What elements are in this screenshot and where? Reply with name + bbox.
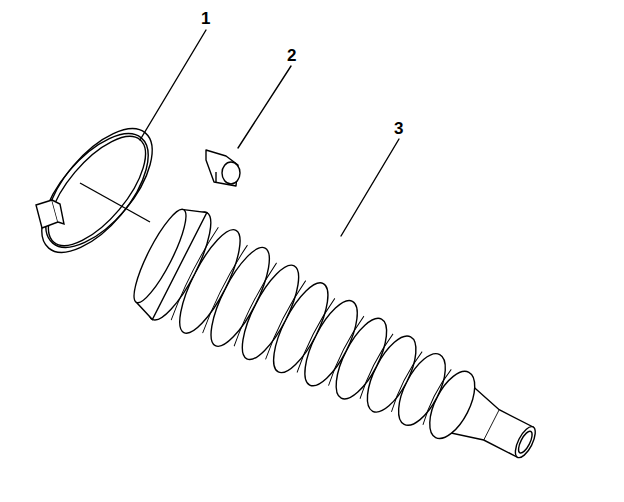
boot-tab — [206, 150, 240, 186]
leader-line — [341, 139, 399, 236]
leader-line — [238, 66, 291, 148]
callout-number: 3 — [394, 120, 403, 137]
leader-line — [140, 30, 206, 140]
rack-boot — [122, 197, 559, 499]
callout-number: 2 — [287, 47, 296, 64]
boot-clamp — [23, 111, 172, 270]
callout-number: 1 — [201, 10, 210, 27]
